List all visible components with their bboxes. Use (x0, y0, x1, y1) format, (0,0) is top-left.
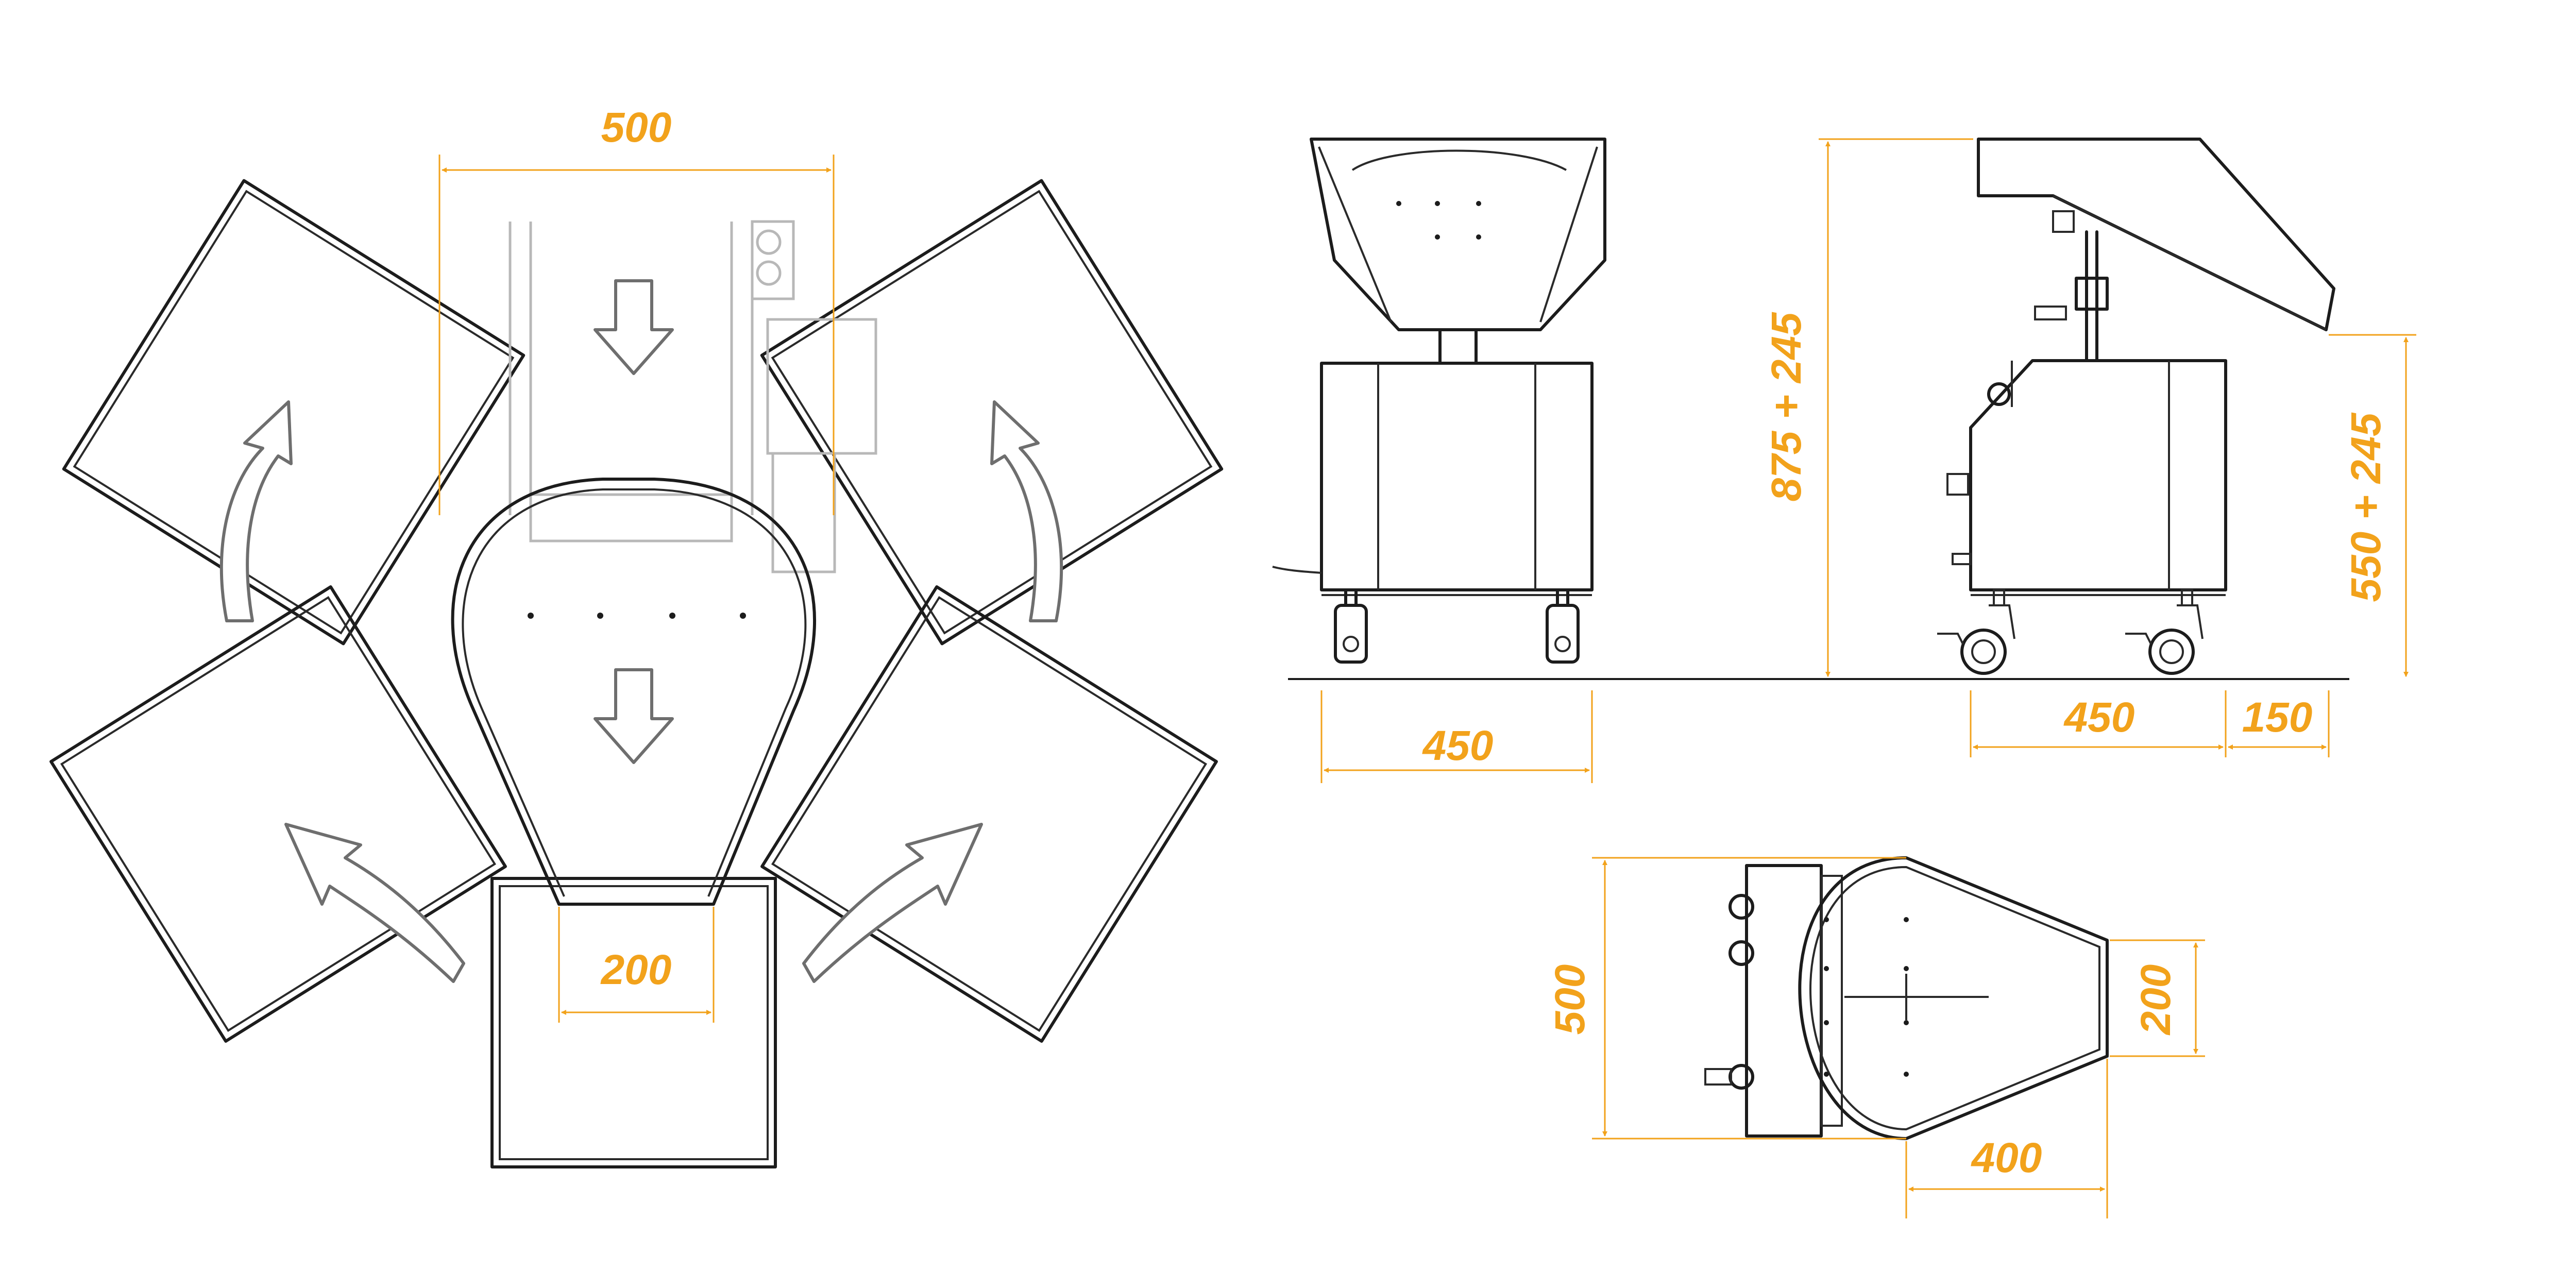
base-cabinet (1320, 362, 1594, 591)
flow-down-arrow-middle (594, 668, 674, 764)
dimension-label: 500 (1547, 964, 1594, 1035)
bin-lower-left (49, 585, 507, 1043)
dimension-side-depth-450: 450 (1970, 690, 2227, 757)
plan-view: 500 200 400 (1547, 856, 2205, 1218)
dimension-width-500: 500 (438, 104, 835, 515)
dimension-total-height: 875 + 245 (1763, 138, 1973, 677)
dimension-label: 200 (2132, 964, 2179, 1036)
swing-arrow-lower-right (802, 823, 983, 983)
side-caster-right (2125, 589, 2204, 675)
plan-fittings (1704, 894, 1754, 1090)
neck (1438, 328, 1478, 365)
dimension-overhang-150: 150 (2228, 690, 2330, 757)
swing-arrow-lower-left (284, 823, 465, 983)
bin-lower-right (760, 585, 1218, 1043)
dimension-front-width-450: 450 (1320, 690, 1593, 783)
dimension-label: 200 (600, 946, 672, 993)
side-caster-left (1937, 589, 2015, 675)
dimension-plan-outlet-200: 200 (2110, 939, 2205, 1057)
flow-down-arrow-top (594, 279, 674, 375)
top-view-arc-diagram: 500 200 (49, 104, 1224, 1168)
plan-holes (1824, 917, 1909, 1077)
hopper (1310, 138, 1606, 331)
dimension-label: 875 + 245 (1763, 312, 1810, 501)
dimension-base-height: 550 + 245 (2329, 334, 2416, 677)
chute-outline (451, 478, 816, 906)
front-caster-left (1334, 588, 1368, 664)
side-view: 875 + 245 550 + 245 450 150 (1763, 138, 2416, 757)
dimension-label: 400 (1971, 1134, 2042, 1181)
plan-teardrop (1798, 856, 2109, 1140)
side-hopper (1977, 138, 2335, 331)
swing-arrow-upper-left (219, 400, 293, 622)
dimension-plan-length-400: 400 (1905, 1059, 2108, 1218)
power-cable (1272, 566, 1322, 574)
hopper-holes (1396, 201, 1481, 240)
swing-arrow-upper-right (990, 400, 1063, 622)
front-view: 450 (1272, 138, 1606, 783)
bin-upper-left (62, 179, 526, 646)
bin-upper-right (760, 179, 1224, 646)
chute-holes (528, 613, 746, 619)
dimension-label: 450 (2063, 694, 2135, 741)
dimension-plan-width-500: 500 (1547, 857, 1906, 1140)
front-caster-right (1546, 588, 1580, 664)
chute-inner-outline (462, 488, 807, 897)
dimension-label: 150 (2242, 694, 2313, 741)
dimension-outlet-200: 200 (558, 907, 715, 1023)
machine-ghost-outline (509, 220, 877, 573)
dimension-label: 500 (601, 104, 672, 151)
bin-bottom-center (490, 877, 777, 1168)
dimension-label: 450 (1422, 722, 1494, 769)
dimension-label: 550 + 245 (2343, 412, 2389, 602)
